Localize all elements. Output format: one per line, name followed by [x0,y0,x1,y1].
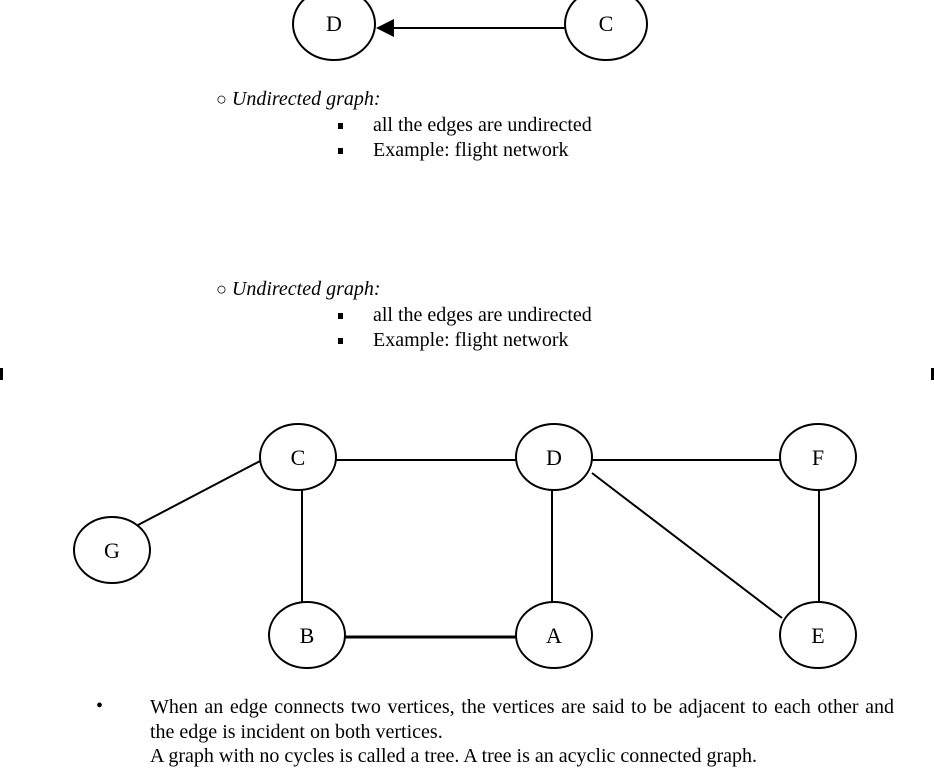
graph-node-f: F [779,423,857,491]
graph-node-g: G [73,516,151,584]
graph-node-c: C [259,423,337,491]
directed-edge-c-to-d [376,19,566,37]
list-item-text: Example: flight network [373,139,569,161]
graph-node-b: B [268,601,346,669]
graph-node-d: D [292,0,376,61]
list-item: all the edges are undirected [338,304,592,327]
hollow-circle-bullet-icon: ○ [216,279,227,299]
graph-node-c-label: C [599,11,614,36]
edge-d-e [591,472,783,619]
graph-node-d-label: D [546,445,562,470]
graph-edges [137,459,820,639]
list-item-text: Example: flight network [373,329,569,351]
list-item-text: all the edges are undirected [373,114,592,136]
section-heading: ○ Undirected graph: [216,88,381,111]
square-bullet-icon [338,313,343,319]
section-heading: ○ Undirected graph: [216,278,381,301]
graph-node-f-label: F [812,445,824,470]
graph-node-d-label: D [326,11,342,36]
graph-node-e: E [779,601,857,669]
list-item: all the edges are undirected [338,114,592,137]
graph-node-c: C [564,0,648,61]
graph-node-e-label: E [811,623,824,648]
right-page-marker [931,368,934,380]
graph-node-a-label: A [546,623,562,648]
hollow-circle-bullet-icon: ○ [216,89,227,109]
left-page-marker [0,368,3,380]
directed-graph-diagram: D C [292,0,648,61]
undirected-graph-diagram: C D F G B A E [73,423,857,669]
section-title-text: Undirected graph: [231,88,381,110]
square-bullet-icon [338,148,343,154]
list-item: Example: flight network [338,329,569,352]
graph-node-b-label: B [300,623,315,648]
graph-node-d: D [515,423,593,491]
bullet-dot-icon: • [96,695,104,717]
list-item: Example: flight network [338,139,569,162]
paragraph-bullet: • [96,695,103,718]
section-title-text: Undirected graph: [231,278,381,300]
list-item-text: all the edges are undirected [373,304,592,326]
edge-g-c [137,459,263,526]
graph-node-g-label: G [104,538,120,563]
graph-node-c-label: C [291,445,306,470]
square-bullet-icon [338,123,343,129]
paragraph-text: When an edge connects two vertices, the … [150,696,894,743]
graph-node-a: A [515,601,593,669]
square-bullet-icon [338,338,343,344]
paragraph-cut-line: A graph with no cycles is called a tree.… [150,745,757,767]
